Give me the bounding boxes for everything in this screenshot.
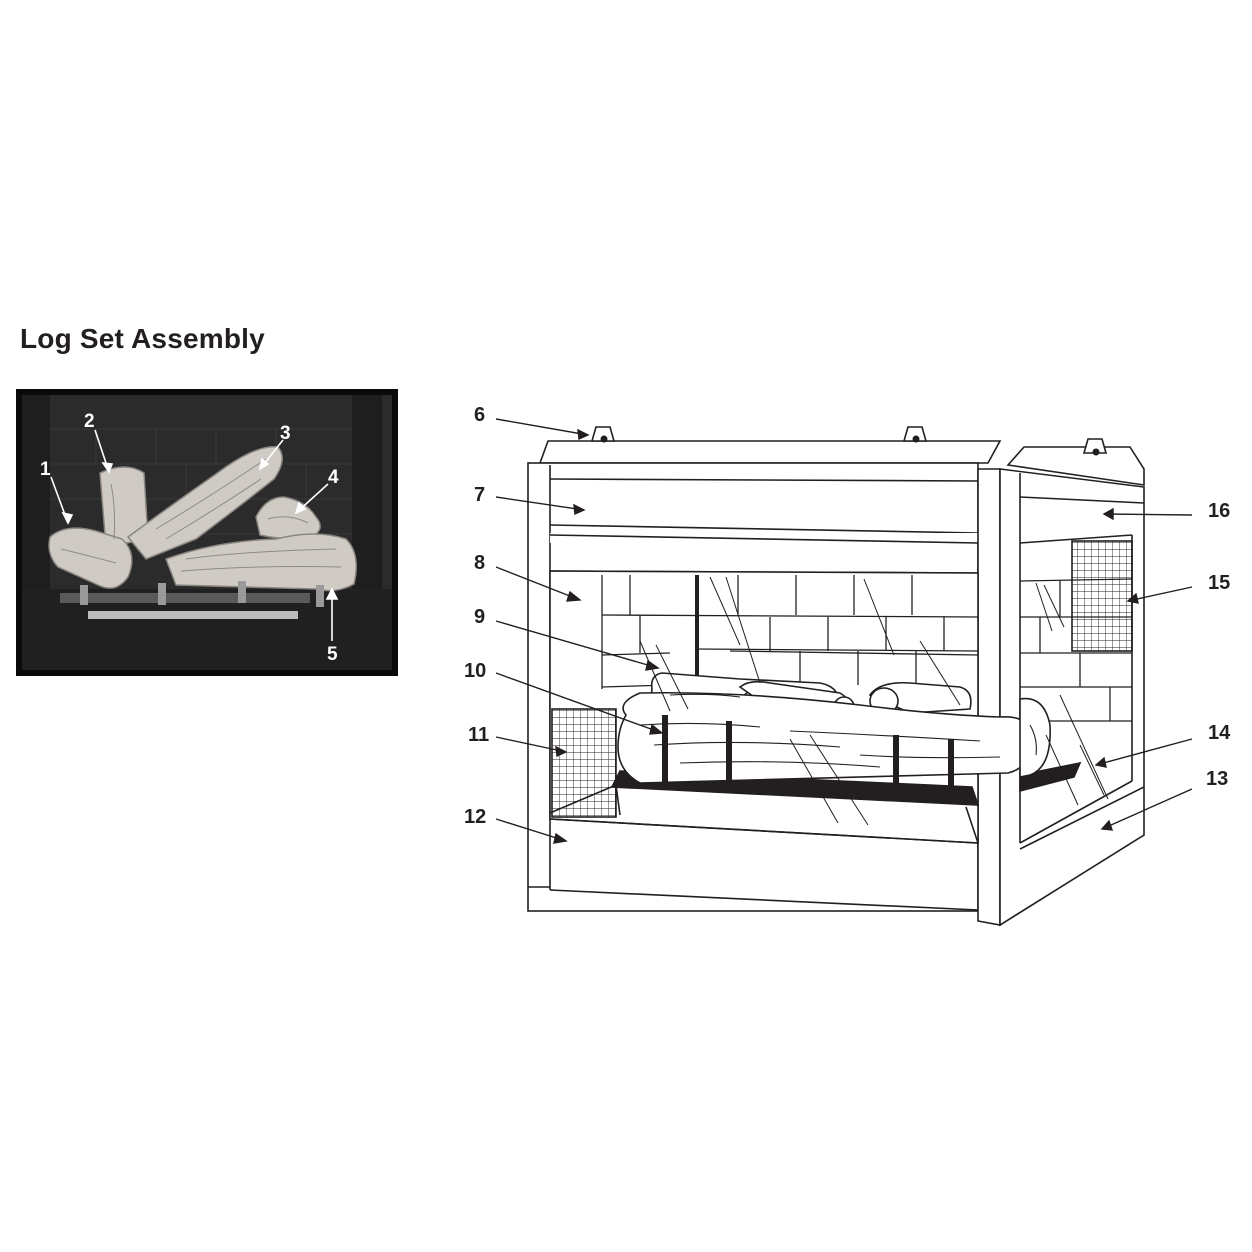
callout-6: 6 — [474, 404, 485, 426]
callout-14: 14 — [1208, 722, 1231, 744]
photo-log-texture — [60, 458, 342, 572]
hanging-tab — [590, 426, 1108, 454]
diagram-leaders — [495, 418, 1193, 844]
corner-post — [977, 468, 1001, 926]
callout-7: 7 — [474, 484, 485, 506]
photo-callout-4: 4 — [328, 467, 339, 488]
photo-grate-leg — [316, 585, 324, 607]
right-mesh-panel — [1071, 540, 1133, 652]
callout-12: 12 — [464, 806, 486, 828]
back-post — [695, 575, 699, 695]
photo-callout-5: 5 — [327, 644, 338, 665]
photo-grate-leg — [238, 581, 246, 603]
header-panel — [550, 533, 978, 543]
photo-grate-leg — [158, 583, 166, 605]
side-frame — [999, 468, 1145, 927]
top-hood-front — [538, 440, 1002, 464]
photo-grate-bar — [88, 611, 298, 619]
callout-10: 10 — [464, 660, 486, 682]
fireplace-diagram: 6 7 8 9 10 11 12 13 14 15 16 — [464, 404, 1231, 927]
left-mesh-panel — [551, 708, 617, 818]
callout-15: 15 — [1208, 572, 1230, 594]
callout-8: 8 — [474, 552, 485, 574]
photo-callout-2: 2 — [84, 411, 95, 432]
andirons — [662, 715, 954, 797]
callout-13: 13 — [1206, 768, 1228, 790]
callout-16: 16 — [1208, 500, 1230, 522]
glass-reflections — [639, 576, 1109, 826]
photo-callout-3: 3 — [280, 423, 291, 444]
page-title: Log Set Assembly — [20, 323, 265, 354]
right-ember-bed — [1019, 761, 1082, 793]
front-log — [617, 691, 1033, 784]
photo-callout-1: 1 — [40, 459, 51, 480]
log-set-photo: 1 2 3 4 5 — [16, 389, 398, 676]
tab-hole — [600, 435, 1100, 456]
callout-9: 9 — [474, 606, 485, 628]
photo-log-5 — [165, 533, 357, 592]
top-hood-side — [1006, 446, 1145, 486]
photo-log-1 — [48, 527, 133, 589]
photo-left-panel — [22, 395, 50, 590]
photo-grate-base — [60, 593, 310, 603]
photo-right-panel — [352, 395, 382, 590]
logs — [617, 672, 1051, 784]
callout-11: 11 — [468, 724, 489, 746]
photo-leaders — [50, 429, 339, 641]
photo-grate-leg — [80, 585, 88, 605]
log-grain — [639, 693, 1037, 768]
